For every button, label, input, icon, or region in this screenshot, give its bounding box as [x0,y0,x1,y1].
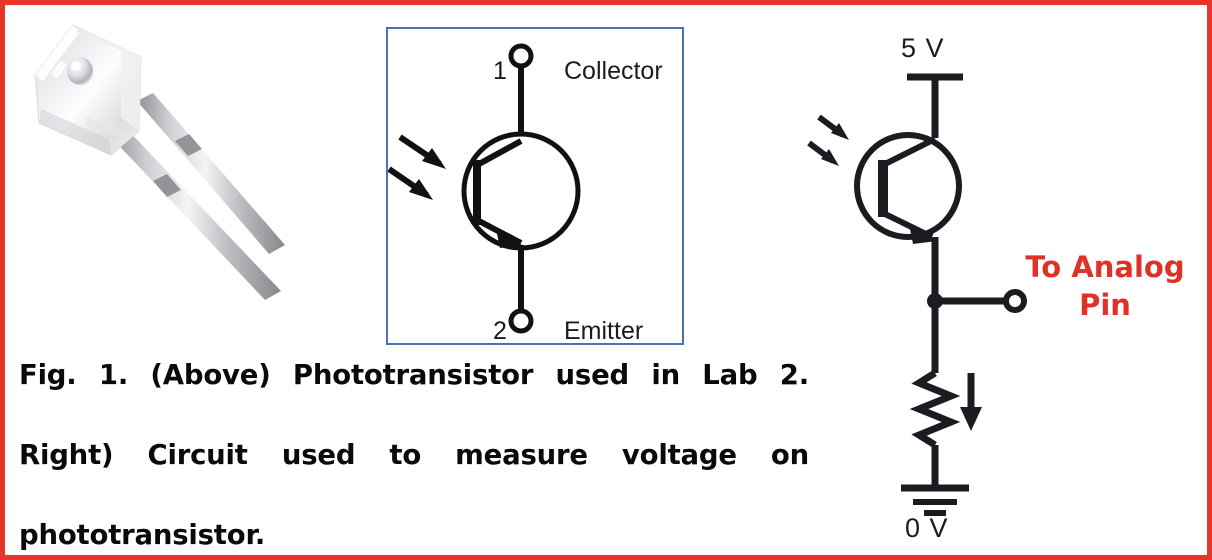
caption-line-1: Fig. 1. (Above) Phototransistor used in … [19,359,809,391]
analog-pin-label: To Analog Pin [1005,248,1205,324]
circuit-emitter-arrowhead [909,224,937,244]
phototransistor-symbol-svg [387,43,581,334]
light-arrow-lower [387,166,433,200]
resistor [909,370,961,448]
circuit-collector-junction [883,136,937,167]
ground-symbol [901,484,969,516]
measurement-circuit-panel [795,15,1207,555]
figure-caption: Fig. 1. (Above) Phototransistor used in … [19,355,809,555]
pin-1-label: Collector [564,57,663,85]
photo-lead-left [109,127,281,300]
supply-voltage-label: 5 V [901,33,945,63]
pin-1-number: 1 [493,57,507,85]
measurement-circuit-svg [807,73,1027,516]
phototransistor-photo [17,13,347,345]
caption-line-2: Right) Circuit used to measure voltage o… [19,439,809,471]
photo-lens [67,57,93,85]
current-direction-arrow [960,373,982,431]
emitter-arrowhead [496,229,522,248]
photo-package-body [34,24,142,156]
circuit-light-arrow-upper [817,114,849,140]
phototransistor-symbol-panel: 1 Collector 2 Emitter [386,27,684,345]
collector-terminal-circle [508,43,534,69]
light-arrow-upper [398,134,446,169]
pin-2-label: Emitter [564,317,644,345]
collector-junction-line [477,138,523,167]
circuit-emitter-junction [883,211,934,240]
analog-pin-label-line-2: Pin [1079,288,1131,322]
phototransistor-photo-svg [34,24,285,300]
circuit-transistor-envelope [854,132,962,240]
emitter-terminal-circle [508,308,534,334]
analog-output-terminal [1003,289,1027,313]
pin-2-number: 2 [493,317,507,345]
analog-pin-label-line-1: To Analog [1025,250,1185,284]
photo-lead-right [137,93,285,254]
circuit-light-arrow-lower [807,140,839,166]
ground-voltage-label: 0 V [905,513,949,543]
transistor-envelope-circle [461,131,581,251]
caption-line-3: phototransistor. [19,519,266,551]
